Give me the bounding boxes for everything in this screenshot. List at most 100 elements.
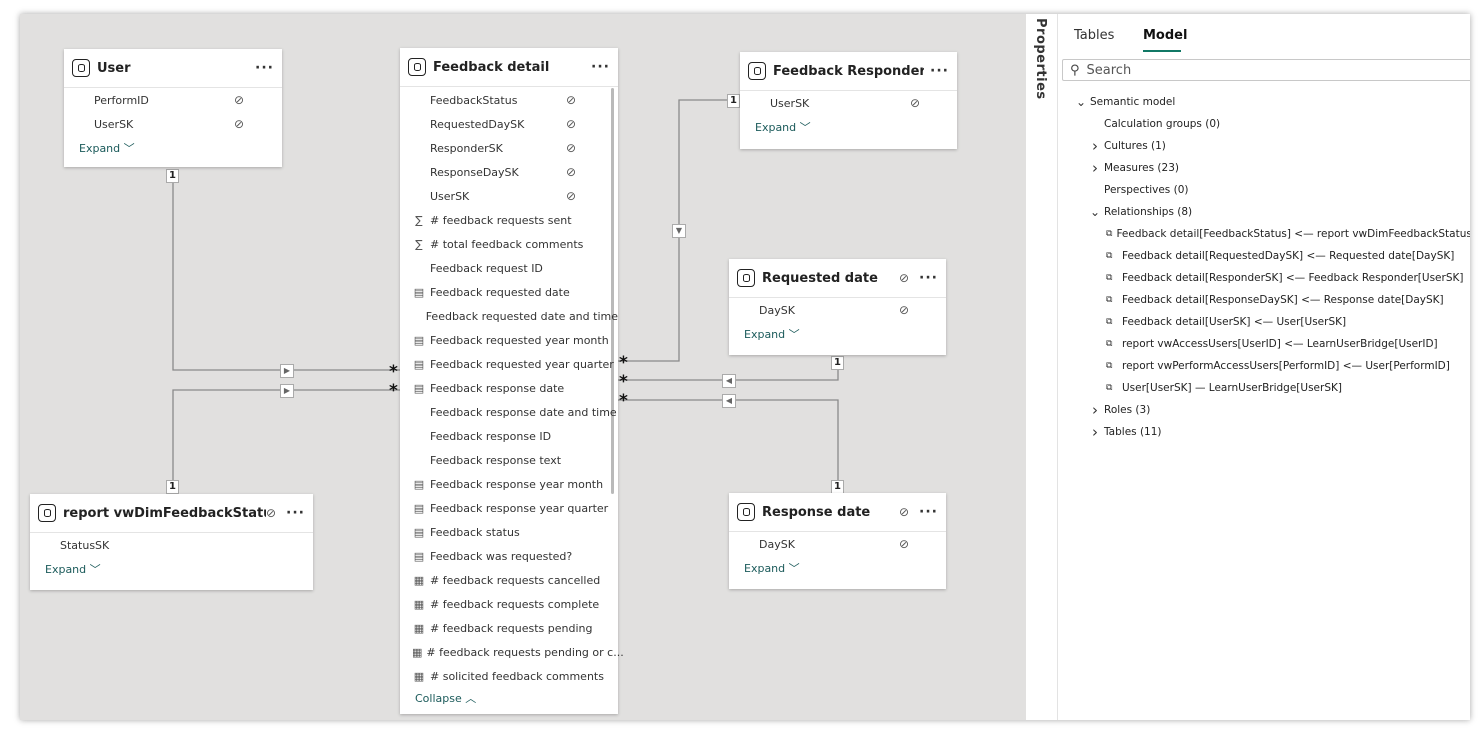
expand-link[interactable]: Expand ﹀ — [45, 563, 101, 576]
diagram-canvas[interactable]: 1 1 1 1 1 * * * * * ▶ ▶ ▼ ◀ ◀ User ··· ·… — [20, 14, 1026, 720]
tree-item[interactable]: ⌄Semantic model — [1058, 91, 1470, 113]
field-row[interactable]: ·Feedback response ID — [400, 424, 618, 448]
field-row[interactable]: ·FeedbackStatus⊘ — [400, 88, 618, 112]
tree-item[interactable]: Calculation groups (0) — [1058, 113, 1470, 135]
table-card-header[interactable]: Requested date ⊘ ··· — [729, 259, 946, 298]
properties-pane-toggle[interactable]: Properties — [1026, 14, 1058, 720]
field-row[interactable]: ·ResponseDaySK⊘ — [400, 160, 618, 184]
filter-direction-left-icon[interactable]: ◀ — [722, 374, 736, 388]
field-row[interactable]: ▦# feedback requests cancelled — [400, 568, 618, 592]
table-card-feedback-status[interactable]: report vwDimFeedbackStatus ⊘ ··· ·Status… — [30, 494, 313, 590]
tree-item[interactable]: ›Roles (3) — [1058, 399, 1470, 421]
field-row[interactable]: ·UserSK⊘ — [64, 112, 282, 136]
chevron-right-icon[interactable]: › — [1092, 423, 1098, 441]
chevron-down-icon[interactable]: ⌄ — [1075, 95, 1087, 109]
field-row[interactable]: ▦# feedback requests pending or c... — [400, 640, 624, 664]
relationship-item[interactable]: ⧉Feedback detail[FeedbackStatus] <— repo… — [1058, 223, 1470, 245]
table-card-header[interactable]: User ··· — [64, 49, 282, 88]
field-row[interactable]: ·Feedback response text — [400, 448, 618, 472]
field-row[interactable]: ·Feedback response date and time — [400, 400, 618, 424]
field-row[interactable]: ▦# solicited feedback comments — [400, 664, 618, 688]
hidden-eye-icon[interactable]: ⊘ — [899, 303, 910, 317]
field-row[interactable]: ·RequestedDaySK⊘ — [400, 112, 618, 136]
search-box[interactable]: ⚲ — [1062, 59, 1470, 81]
table-card-header[interactable]: Response date ⊘ ··· — [729, 493, 946, 532]
field-row[interactable]: ▦# feedback requests complete — [400, 592, 618, 616]
table-card-requested-date[interactable]: Requested date ⊘ ··· ·DaySK⊘ Expand ﹀ — [729, 259, 946, 355]
more-options-icon[interactable]: ··· — [919, 270, 938, 286]
field-row[interactable]: ▦# feedback requests pending — [400, 616, 618, 640]
field-row[interactable]: ▤Feedback response year quarter — [400, 496, 618, 520]
relationship-item[interactable]: ⧉Feedback detail[RequestedDaySK] <— Requ… — [1058, 245, 1470, 267]
field-row[interactable]: ·ResponderSK⊘ — [400, 136, 618, 160]
field-row[interactable]: ·DaySK⊘ — [729, 298, 946, 322]
hidden-eye-icon[interactable]: ⊘ — [566, 93, 577, 107]
more-options-icon[interactable]: ··· — [255, 60, 274, 76]
more-options-icon[interactable]: ··· — [930, 63, 949, 79]
hidden-eye-icon[interactable]: ⊘ — [898, 505, 910, 519]
expand-link[interactable]: Expand ﹀ — [744, 328, 800, 341]
hidden-eye-icon[interactable]: ⊘ — [899, 537, 910, 551]
filter-direction-down-icon[interactable]: ▼ — [672, 224, 686, 238]
hidden-eye-icon[interactable]: ⊘ — [898, 271, 910, 285]
table-card-header[interactable]: report vwDimFeedbackStatus ⊘ ··· — [30, 494, 313, 533]
table-card-response-date[interactable]: Response date ⊘ ··· ·DaySK⊘ Expand ﹀ — [729, 493, 946, 589]
table-card-header[interactable]: Feedback detail ··· — [400, 48, 618, 87]
hidden-eye-icon[interactable]: ⊘ — [234, 117, 245, 131]
field-row[interactable]: ·PerformID⊘ — [64, 88, 282, 112]
hidden-eye-icon[interactable]: ⊘ — [566, 189, 577, 203]
filter-direction-right-icon[interactable]: ▶ — [280, 364, 294, 378]
more-options-icon[interactable]: ··· — [286, 505, 305, 521]
tree-item[interactable]: ›Measures (23) — [1058, 157, 1470, 179]
tree-item[interactable]: ⌄Relationships (8) — [1058, 201, 1470, 223]
relationship-item[interactable]: ⧉Feedback detail[UserSK] <— User[UserSK] — [1058, 311, 1470, 333]
field-row[interactable]: ▤Feedback response year month — [400, 472, 618, 496]
tree-item[interactable]: ›Tables (11) — [1058, 421, 1470, 443]
expand-link[interactable]: Expand ﹀ — [79, 142, 135, 155]
tab-tables[interactable]: Tables — [1074, 28, 1115, 43]
relationship-item[interactable]: ⧉report vwPerformAccessUsers[PerformID] … — [1058, 355, 1470, 377]
field-row[interactable]: ·StatusSK — [30, 533, 313, 557]
expand-link[interactable]: Expand ﹀ — [744, 562, 800, 575]
expand-link[interactable]: Expand ﹀ — [755, 121, 811, 134]
field-row[interactable]: ▤Feedback was requested? — [400, 544, 618, 568]
hidden-eye-icon[interactable]: ⊘ — [234, 93, 245, 107]
table-card-feedback-responder[interactable]: Feedback Responder ··· ·UserSK⊘ Expand ﹀ — [740, 52, 957, 149]
hidden-eye-icon[interactable]: ⊘ — [910, 96, 921, 110]
table-card-header[interactable]: Feedback Responder ··· — [740, 52, 957, 91]
field-row[interactable]: ·Feedback request ID — [400, 256, 618, 280]
field-row[interactable]: ·Feedback requested date and time — [400, 304, 618, 328]
field-row[interactable]: ▤Feedback requested date — [400, 280, 618, 304]
more-options-icon[interactable]: ··· — [591, 59, 610, 75]
field-row[interactable]: ▤Feedback requested year quarter — [400, 352, 618, 376]
tree-item[interactable]: Perspectives (0) — [1058, 179, 1470, 201]
relationship-item[interactable]: ⧉User[UserSK] — LearnUserBridge[UserSK] — [1058, 377, 1470, 399]
scrollbar[interactable] — [611, 88, 614, 494]
relationship-item[interactable]: ⧉Feedback detail[ResponderSK] <— Feedbac… — [1058, 267, 1470, 289]
field-row[interactable]: ·DaySK⊘ — [729, 532, 946, 556]
tree-item[interactable]: ›Cultures (1) — [1058, 135, 1470, 157]
chevron-right-icon[interactable]: › — [1092, 137, 1098, 155]
field-row[interactable]: ∑# total feedback comments — [400, 232, 618, 256]
relationship-item[interactable]: ⧉report vwAccessUsers[UserID] <— LearnUs… — [1058, 333, 1470, 355]
field-row[interactable]: ▤Feedback response date — [400, 376, 618, 400]
search-input[interactable] — [1084, 61, 1389, 79]
chevron-right-icon[interactable]: › — [1092, 401, 1098, 419]
table-card-user[interactable]: User ··· ·PerformID⊘·UserSK⊘ Expand ﹀ — [64, 49, 282, 167]
relationship-item[interactable]: ⧉Feedback detail[ResponseDaySK] <— Respo… — [1058, 289, 1470, 311]
hidden-eye-icon[interactable]: ⊘ — [566, 141, 577, 155]
chevron-down-icon[interactable]: ⌄ — [1089, 205, 1101, 219]
hidden-eye-icon[interactable]: ⊘ — [566, 165, 577, 179]
filter-direction-left-icon[interactable]: ◀ — [722, 394, 736, 408]
hidden-eye-icon[interactable]: ⊘ — [265, 506, 277, 520]
tab-model[interactable]: Model — [1143, 28, 1188, 43]
more-options-icon[interactable]: ··· — [919, 504, 938, 520]
chevron-right-icon[interactable]: › — [1092, 159, 1098, 177]
field-row[interactable]: ▤Feedback requested year month — [400, 328, 618, 352]
field-row[interactable]: ·UserSK⊘ — [400, 184, 618, 208]
hidden-eye-icon[interactable]: ⊘ — [566, 117, 577, 131]
collapse-link[interactable]: Collapse ︿ — [415, 692, 477, 705]
table-card-feedback-detail[interactable]: Feedback detail ··· ·FeedbackStatus⊘·Req… — [400, 48, 624, 714]
field-row[interactable]: ·UserSK⊘ — [740, 91, 957, 115]
field-row[interactable]: ▤Feedback status — [400, 520, 618, 544]
